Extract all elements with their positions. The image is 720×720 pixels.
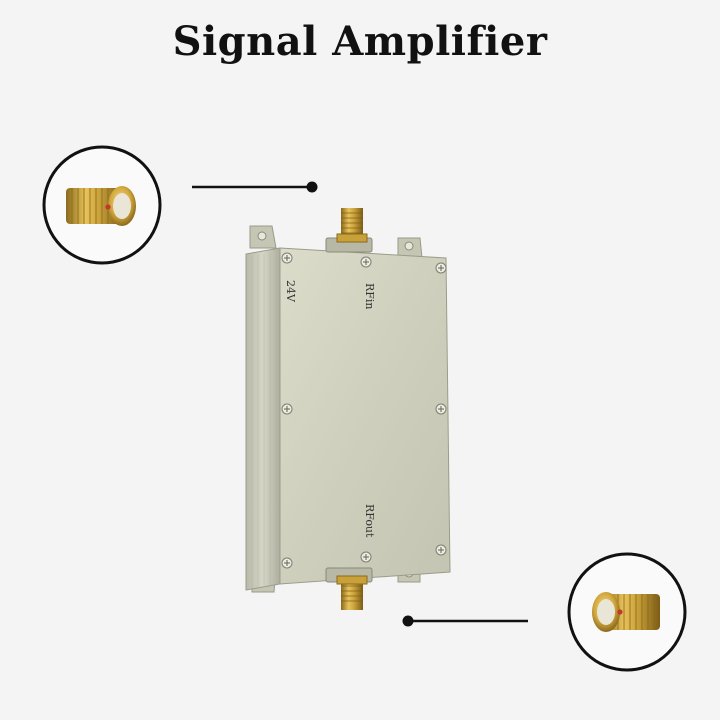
- leader-dot: [402, 615, 414, 627]
- rf-out-label: RFout: [363, 504, 376, 538]
- rf-in-label: RFin: [363, 283, 376, 310]
- page-title: Signal Amplifier: [172, 18, 548, 65]
- rf-in-connector: [325, 208, 373, 253]
- power-label: 24V: [284, 280, 297, 303]
- callout-rf-connector-top: [42, 145, 162, 265]
- sma-connector-icon: [66, 186, 136, 226]
- rf-out-connector: [325, 567, 373, 610]
- leader-dot: [306, 181, 318, 193]
- sma-connector-icon: [592, 592, 660, 632]
- callout-rf-connector-bottom: [567, 552, 687, 672]
- amplifier-body: 24V RFin RFout: [245, 208, 451, 610]
